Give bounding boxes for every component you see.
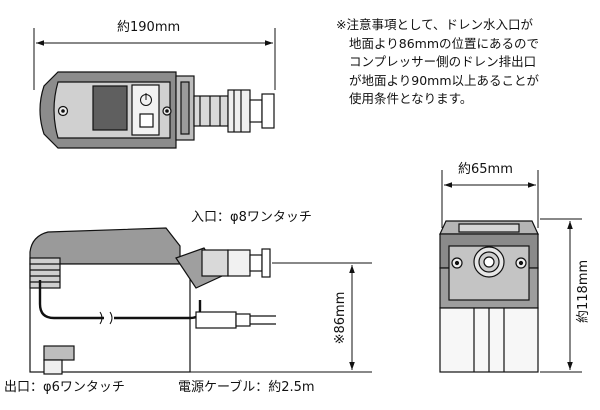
side-view-unit — [29, 227, 271, 375]
top-width-dimension — [33, 28, 276, 90]
front-height-dimension — [540, 218, 582, 373]
cable-break-mark — [99, 311, 113, 325]
front-width-dimension — [441, 170, 539, 228]
cable-label: 電源ケーブル：約2.5m — [178, 380, 315, 395]
top-width-label: 約190mm — [117, 20, 181, 35]
inlet-label: 入口：φ8ワンタッチ — [191, 210, 312, 225]
note-line: が地面より90mm以上あることが — [349, 72, 540, 88]
front-width-label: 約65mm — [458, 162, 513, 177]
note-line: コンプレッサー側のドレン排出口 — [349, 54, 537, 69]
note-line: 地面より86mmの位置にあるので — [349, 35, 540, 51]
power-plug-icon — [195, 311, 276, 329]
top-view-unit — [39, 71, 275, 149]
inlet-height-label: ※86mm — [333, 291, 348, 345]
outlet-label: 出口：φ6ワンタッチ — [4, 380, 125, 395]
power-symbol-icon — [140, 93, 152, 106]
usage-note: ※注意事項として、ドレン水入口が 地面より86mmの位置にあるので コンプレッサ… — [336, 16, 592, 109]
front-height-label: 約118mm — [576, 259, 591, 323]
note-line: 使用条件となります。 — [349, 91, 473, 106]
front-view-unit — [439, 220, 539, 373]
inlet-height-dimension — [190, 262, 372, 373]
note-line: ※注意事項として、ドレン水入口が — [336, 17, 533, 32]
